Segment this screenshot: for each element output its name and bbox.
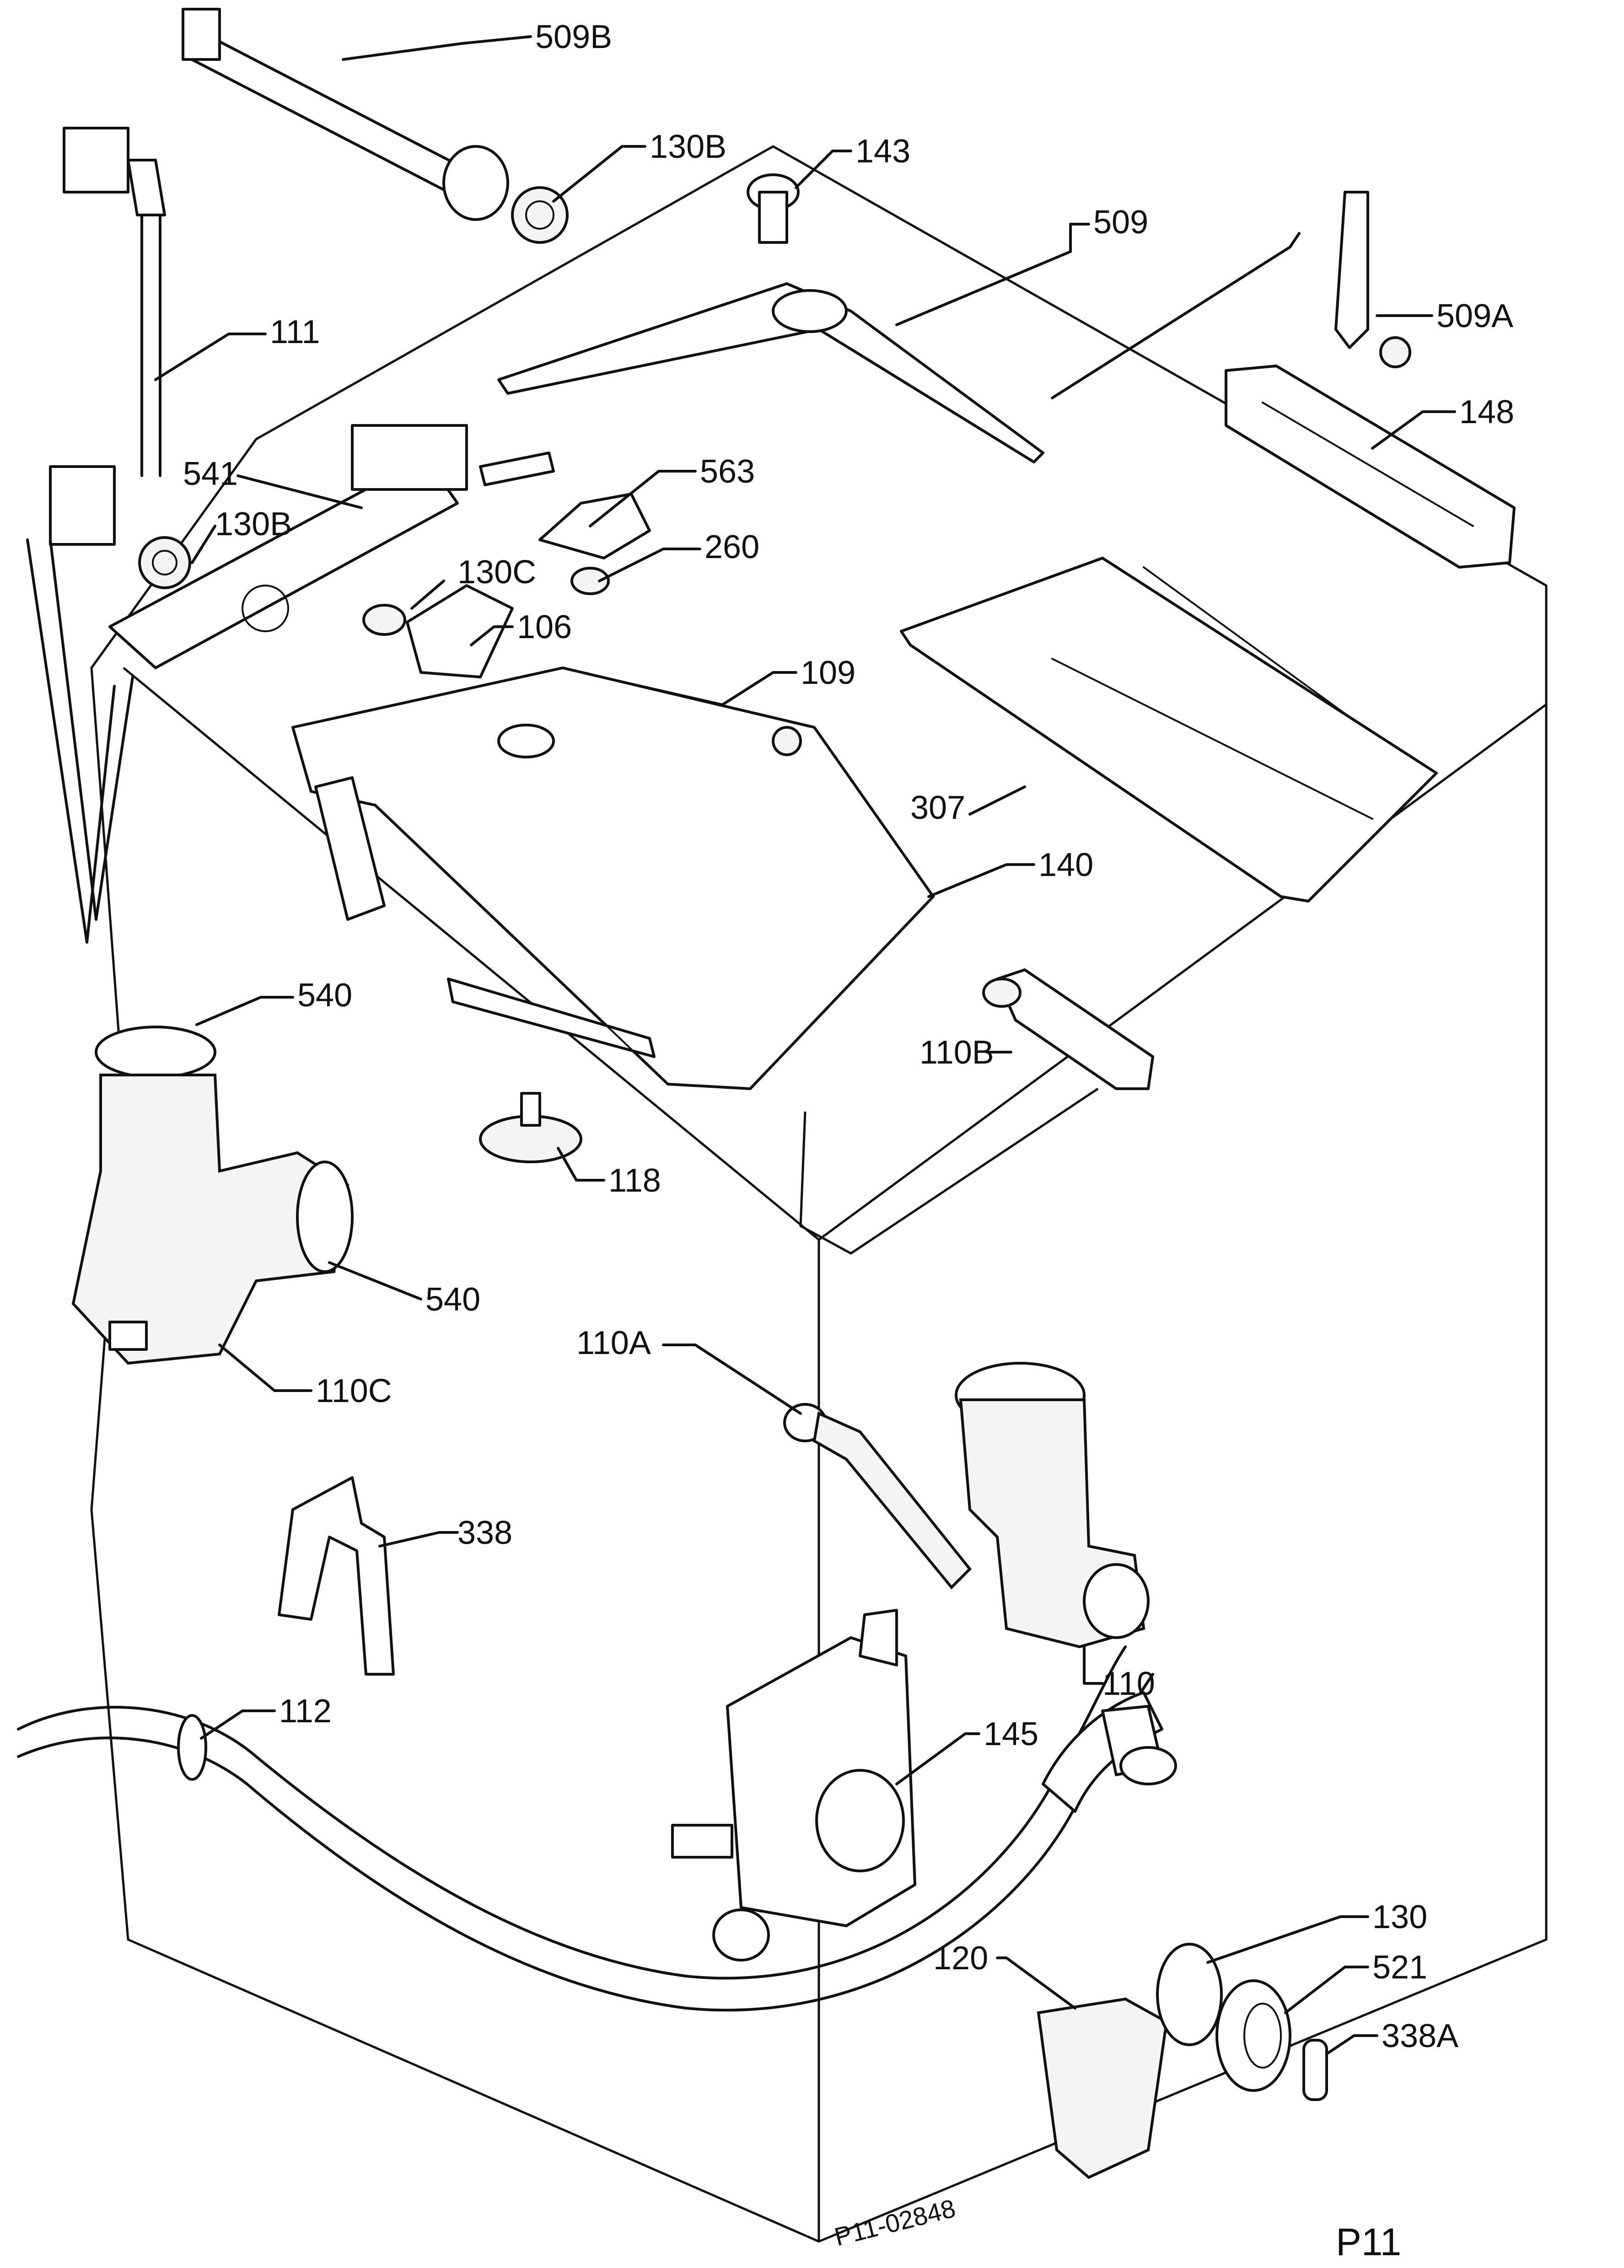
- knob-143: [747, 173, 800, 244]
- pin-338a: [1302, 2039, 1328, 2101]
- dispenser-housing-140: [291, 666, 935, 1090]
- clip-338: [278, 1476, 395, 1676]
- drawing-code: P11-02848: [832, 2193, 958, 2251]
- seal-130b-mid: [138, 536, 191, 589]
- small-lever-509a: [1334, 191, 1411, 368]
- label-111: 111: [270, 314, 320, 350]
- label-509: 509: [1093, 204, 1148, 241]
- spring-260: [570, 567, 610, 595]
- label-110: 110: [1102, 1666, 1155, 1702]
- label-521: 521: [1372, 1949, 1427, 1986]
- ring-seal-130: [1156, 1943, 1223, 2046]
- label-563: 563: [700, 453, 755, 490]
- pump-housing-145: [671, 1609, 916, 1962]
- part-labels: 509B 130B 143 509 111 509A 148 541 563 1…: [183, 19, 1514, 2054]
- label-307: 307: [910, 790, 965, 826]
- label-140: 140: [1038, 847, 1093, 883]
- label-541: 541: [183, 456, 238, 492]
- drawer-front-148: [1225, 365, 1516, 569]
- detergent-drawer-307: [900, 557, 1438, 903]
- label-338a: 338A: [1382, 2018, 1458, 2054]
- label-112: 112: [279, 1693, 332, 1730]
- filter-cap-521: [1215, 1979, 1291, 2092]
- valve-bracket-541: [108, 424, 555, 669]
- water-hose-111: [63, 127, 166, 477]
- label-509a: 509A: [1436, 298, 1513, 334]
- label-130b-mid: 130B: [215, 506, 292, 543]
- label-338: 338: [457, 1515, 512, 1551]
- label-109: 109: [801, 655, 855, 691]
- label-260: 260: [704, 529, 759, 565]
- inlet-hose-509b: [182, 8, 509, 221]
- label-106: 106: [517, 609, 572, 645]
- inlet-hose-left: [26, 465, 134, 944]
- label-110b: 110B: [920, 1034, 994, 1071]
- page-reference: P11: [1336, 2220, 1401, 2263]
- label-118: 118: [608, 1162, 661, 1199]
- hose-110a: [783, 1403, 972, 1590]
- leader-lines: [154, 35, 1456, 2055]
- filter-120: [1037, 1997, 1168, 2179]
- sump-hose-110c: [71, 1026, 354, 1365]
- label-540-top: 540: [297, 977, 352, 1014]
- label-130: 130: [1372, 1899, 1427, 1935]
- label-540-bottom: 540: [425, 1281, 480, 1318]
- cover-109: [497, 724, 802, 758]
- corrugated-hose: [1042, 1691, 1177, 1813]
- label-110c: 110C: [316, 1373, 392, 1409]
- label-110a: 110A: [576, 1325, 651, 1361]
- hose-110b: [982, 968, 1154, 1090]
- label-120: 120: [933, 1940, 988, 1977]
- label-148: 148: [1459, 394, 1514, 430]
- plate-563: [538, 493, 651, 559]
- lever-arm-509: [497, 232, 1301, 463]
- valve-106: [362, 584, 514, 678]
- label-143: 143: [855, 133, 910, 170]
- label-145: 145: [984, 1716, 1038, 1752]
- label-509b: 509B: [535, 19, 612, 55]
- label-130b-top: 130B: [650, 129, 726, 165]
- nut-118: [479, 1092, 582, 1163]
- elbow-hose-110: [955, 1362, 1150, 1649]
- label-130c: 130C: [457, 554, 536, 591]
